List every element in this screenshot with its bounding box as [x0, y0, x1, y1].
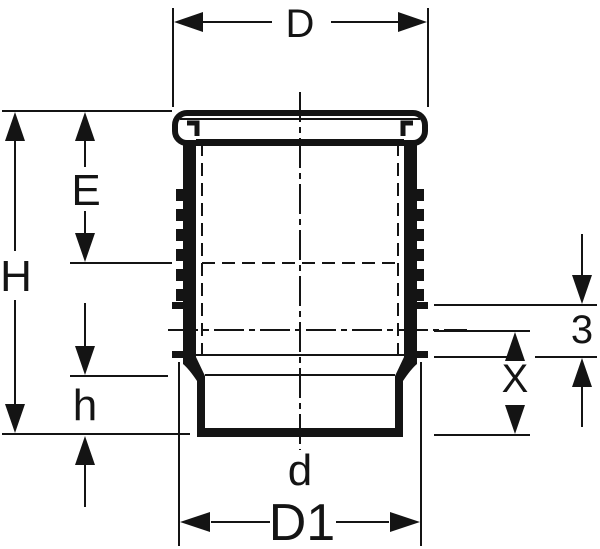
socket-wall-right — [404, 143, 417, 357]
dimension-D: D — [172, 2, 429, 107]
label-dim-h: h — [73, 381, 97, 430]
arrowhead-up-icon — [5, 112, 25, 141]
centerlines — [168, 92, 467, 450]
gasket-seal-left — [187, 120, 200, 136]
arrowhead-down-icon — [505, 405, 525, 434]
spigot-wall-left — [183, 357, 205, 428]
arrowhead-right-icon — [390, 512, 420, 532]
arrowhead-up-icon — [75, 112, 95, 141]
right-reference-lines — [434, 304, 597, 436]
arrowhead-left-icon — [180, 512, 210, 532]
arrowhead-down-icon — [75, 233, 95, 262]
label-dim-D: D — [286, 2, 315, 46]
socket-wall-left — [183, 143, 196, 357]
arrowhead-down-icon — [75, 346, 95, 375]
arrowhead-left-icon — [174, 12, 203, 32]
dimension-3: 3 — [571, 234, 593, 427]
dimension-D1: D1 — [178, 362, 422, 549]
dimension-X: X — [502, 332, 529, 434]
dimension-h: h — [70, 303, 168, 507]
label-dim-d: d — [288, 446, 312, 495]
label-dim-X: X — [502, 357, 529, 401]
arrowhead-right-icon — [398, 12, 427, 32]
label-dim-E: E — [71, 166, 100, 215]
label-dim-D1: D1 — [269, 494, 335, 549]
arrowhead-down-icon — [572, 275, 592, 304]
arrowhead-up-icon — [505, 332, 525, 361]
ribs-left — [172, 189, 183, 358]
label-dim-3: 3 — [571, 308, 593, 352]
dimension-E: E — [70, 112, 172, 264]
arrowhead-down-icon — [5, 404, 25, 433]
gasket-seal-right — [400, 120, 413, 136]
spigot-wall-right — [395, 357, 417, 428]
dimension-H: H — [0, 110, 190, 435]
ribs-right — [417, 189, 428, 358]
fitting-body — [172, 110, 428, 437]
arrowhead-up-icon — [75, 436, 95, 465]
arrowhead-up-icon — [572, 358, 592, 387]
label-dim-H: H — [0, 252, 32, 301]
